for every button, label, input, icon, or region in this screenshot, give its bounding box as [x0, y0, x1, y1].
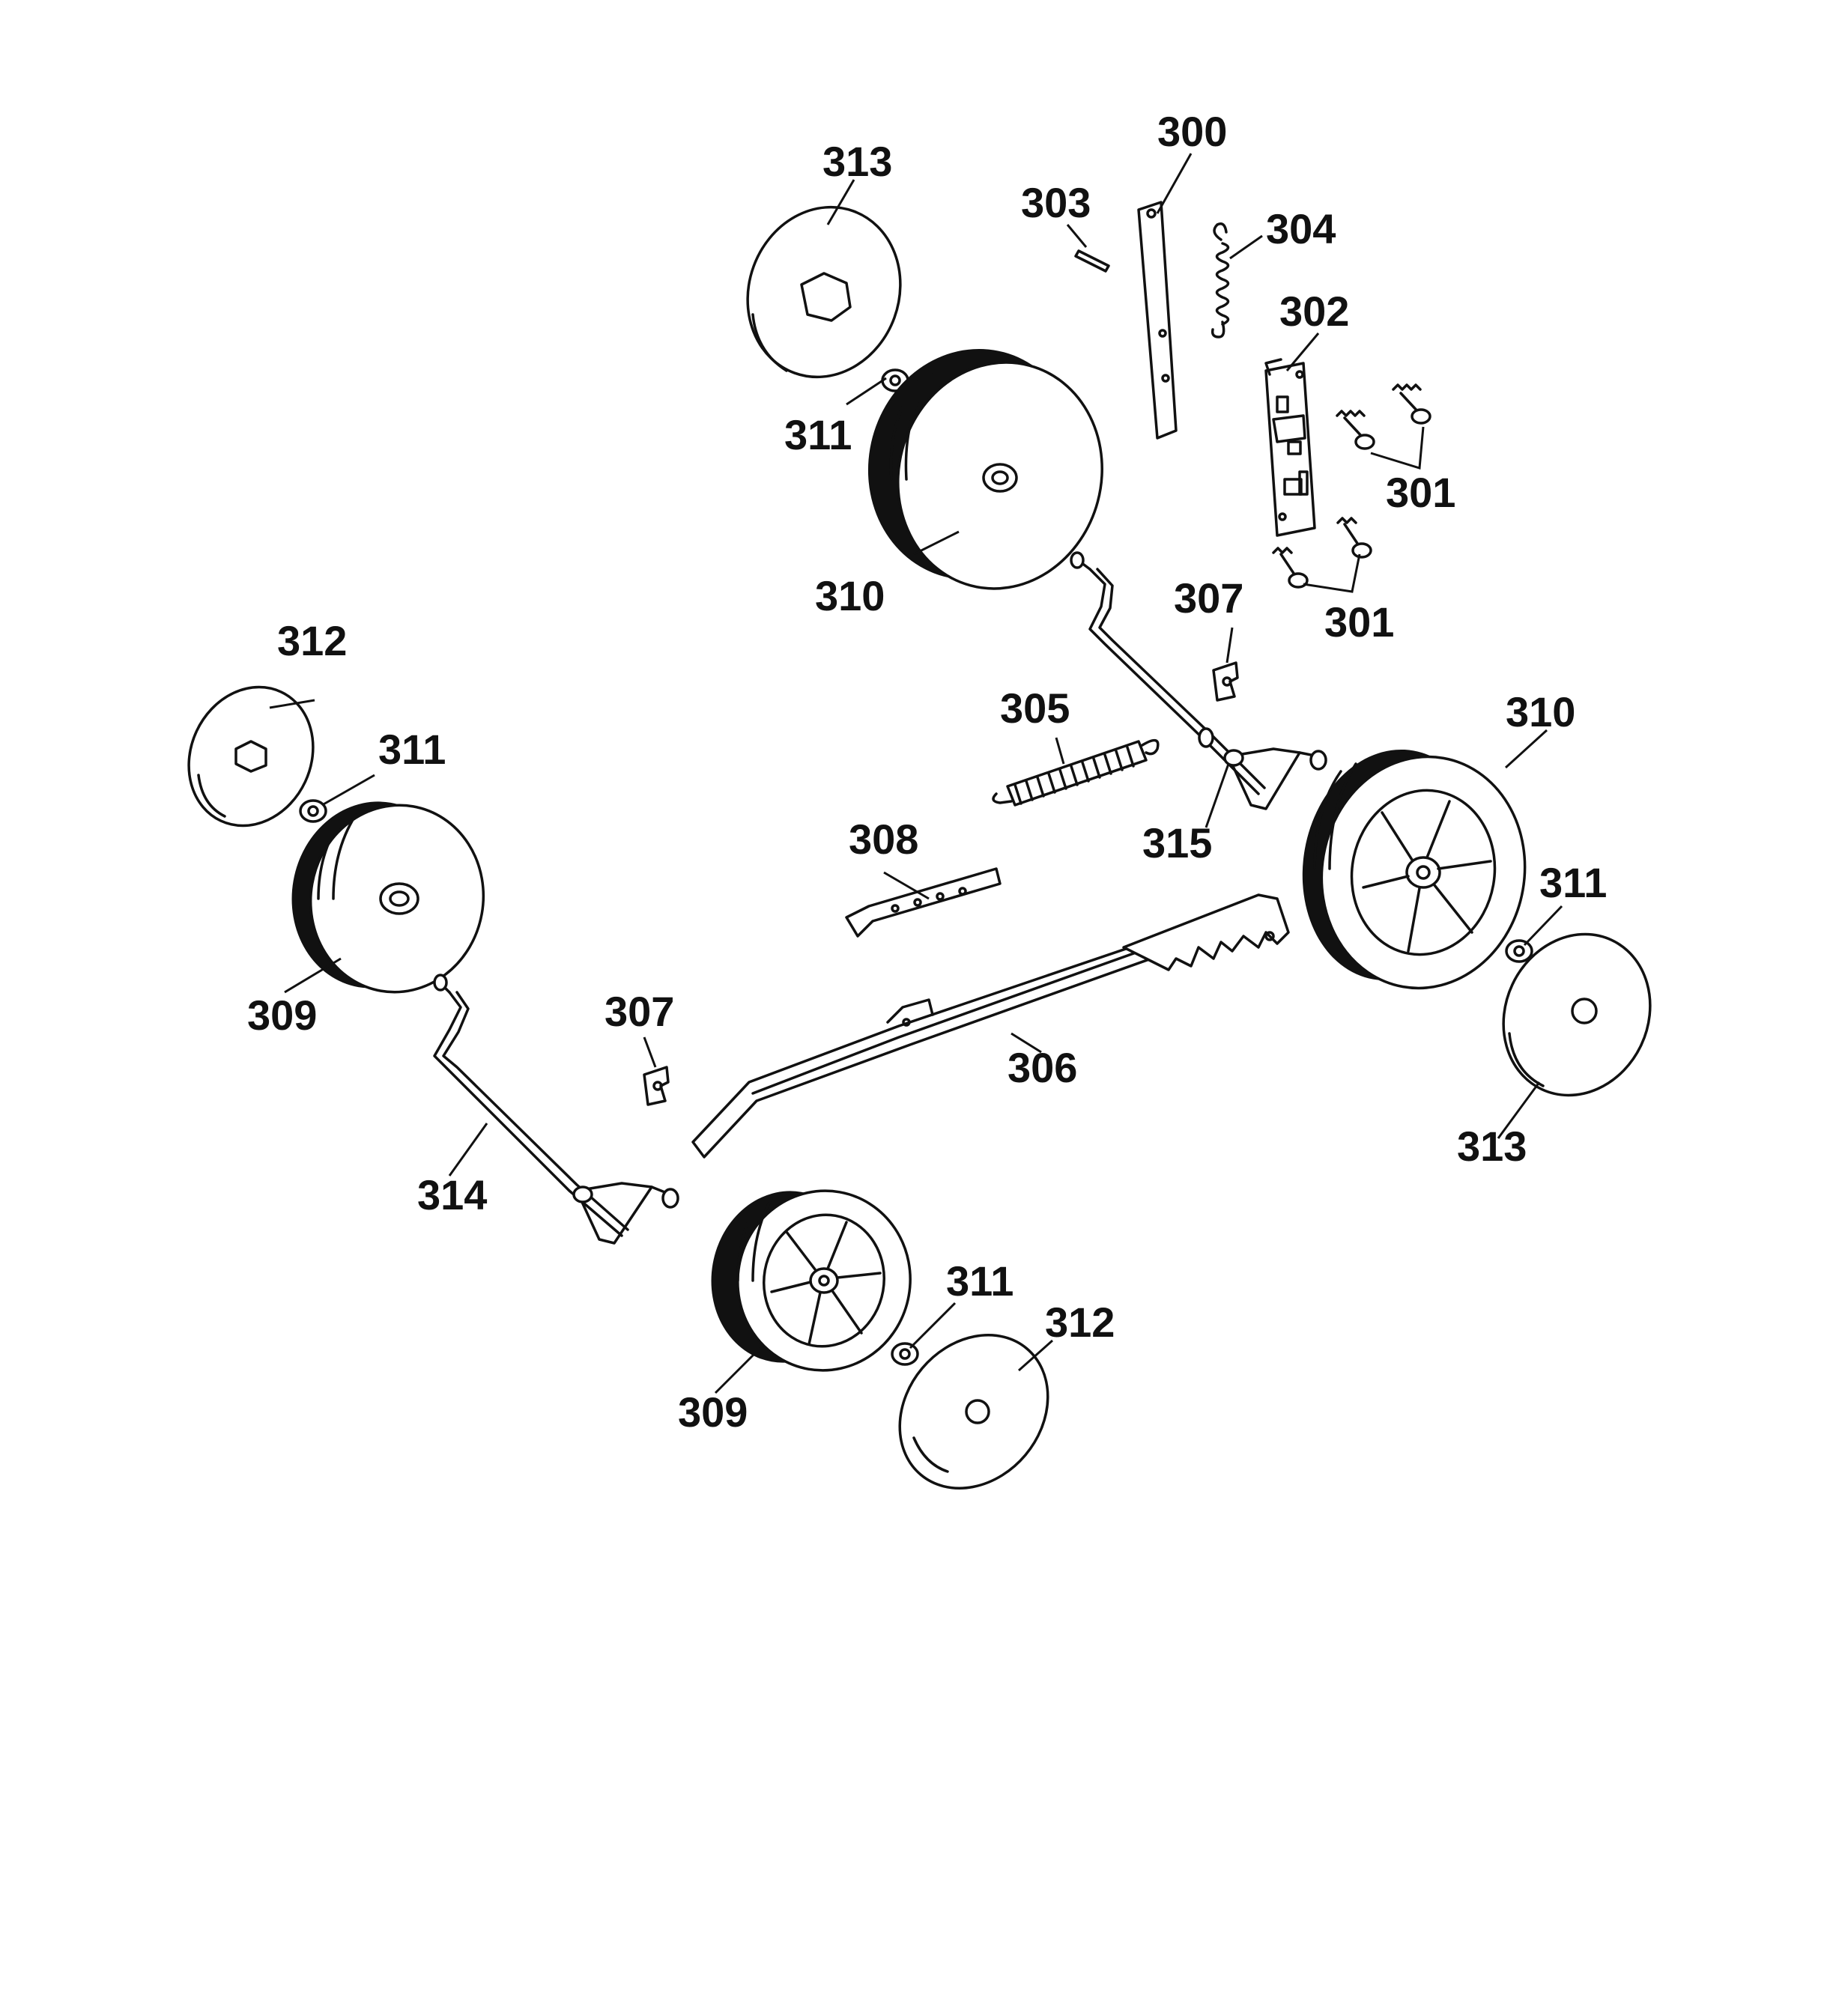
- pin-303: [1074, 249, 1110, 273]
- label-306: 306: [1008, 1044, 1077, 1091]
- clip-307-lower: [643, 1066, 670, 1106]
- label-314: 314: [417, 1171, 487, 1218]
- screws-301-upper: [1336, 383, 1431, 450]
- spring-304: [1211, 222, 1230, 338]
- label-311: 311: [784, 411, 852, 458]
- label-301: 301: [1324, 598, 1394, 646]
- axle-rod-314: [433, 974, 679, 1245]
- clip-307-upper: [1212, 661, 1239, 702]
- bracket-bar-300: [1137, 201, 1178, 440]
- label-309: 309: [678, 1388, 748, 1436]
- hubcap-313-right: [1502, 932, 1652, 1097]
- leader-lines: [269, 153, 1563, 1394]
- label-313: 313: [1457, 1123, 1527, 1170]
- label-311: 311: [1539, 859, 1607, 906]
- label-312: 312: [1045, 1299, 1115, 1346]
- plate-302: [1264, 358, 1316, 537]
- label-305: 305: [1000, 684, 1070, 732]
- wheel-309-left: [291, 801, 485, 994]
- screws-301-lower: [1272, 517, 1372, 589]
- label-311: 311: [946, 1257, 1014, 1305]
- label-312: 312: [277, 617, 347, 664]
- axle-rod-315: [1070, 551, 1327, 810]
- wheel-310-top: [867, 348, 1103, 590]
- label-315: 315: [1142, 819, 1212, 866]
- callout-labels: 300 303 304 313 302 311 301 310 301 307 …: [247, 108, 1607, 1436]
- hubcap-312-bottom: [898, 1334, 1049, 1490]
- washer-311-right: [1505, 939, 1533, 963]
- label-309: 309: [247, 992, 317, 1039]
- hubcap-312-left: [187, 685, 315, 828]
- label-310: 310: [1506, 688, 1575, 735]
- hubcap-313-top: [746, 205, 902, 379]
- spring-305: [992, 738, 1160, 807]
- label-300: 300: [1157, 108, 1227, 155]
- rod-308: [845, 867, 1002, 938]
- wheel-309-bottom: [711, 1189, 912, 1372]
- label-302: 302: [1279, 288, 1349, 335]
- label-301: 301: [1386, 469, 1455, 516]
- label-303: 303: [1021, 179, 1091, 226]
- label-310: 310: [815, 572, 885, 619]
- label-308: 308: [849, 816, 918, 863]
- washer-311-bottom: [891, 1342, 919, 1366]
- label-307: 307: [1174, 574, 1243, 622]
- washer-311-left: [299, 799, 327, 823]
- label-307: 307: [605, 988, 674, 1035]
- wheel-310-right: [1302, 749, 1527, 990]
- label-304: 304: [1266, 205, 1336, 252]
- main-bar-306: [691, 893, 1290, 1159]
- label-311: 311: [378, 726, 446, 773]
- label-313: 313: [822, 138, 892, 185]
